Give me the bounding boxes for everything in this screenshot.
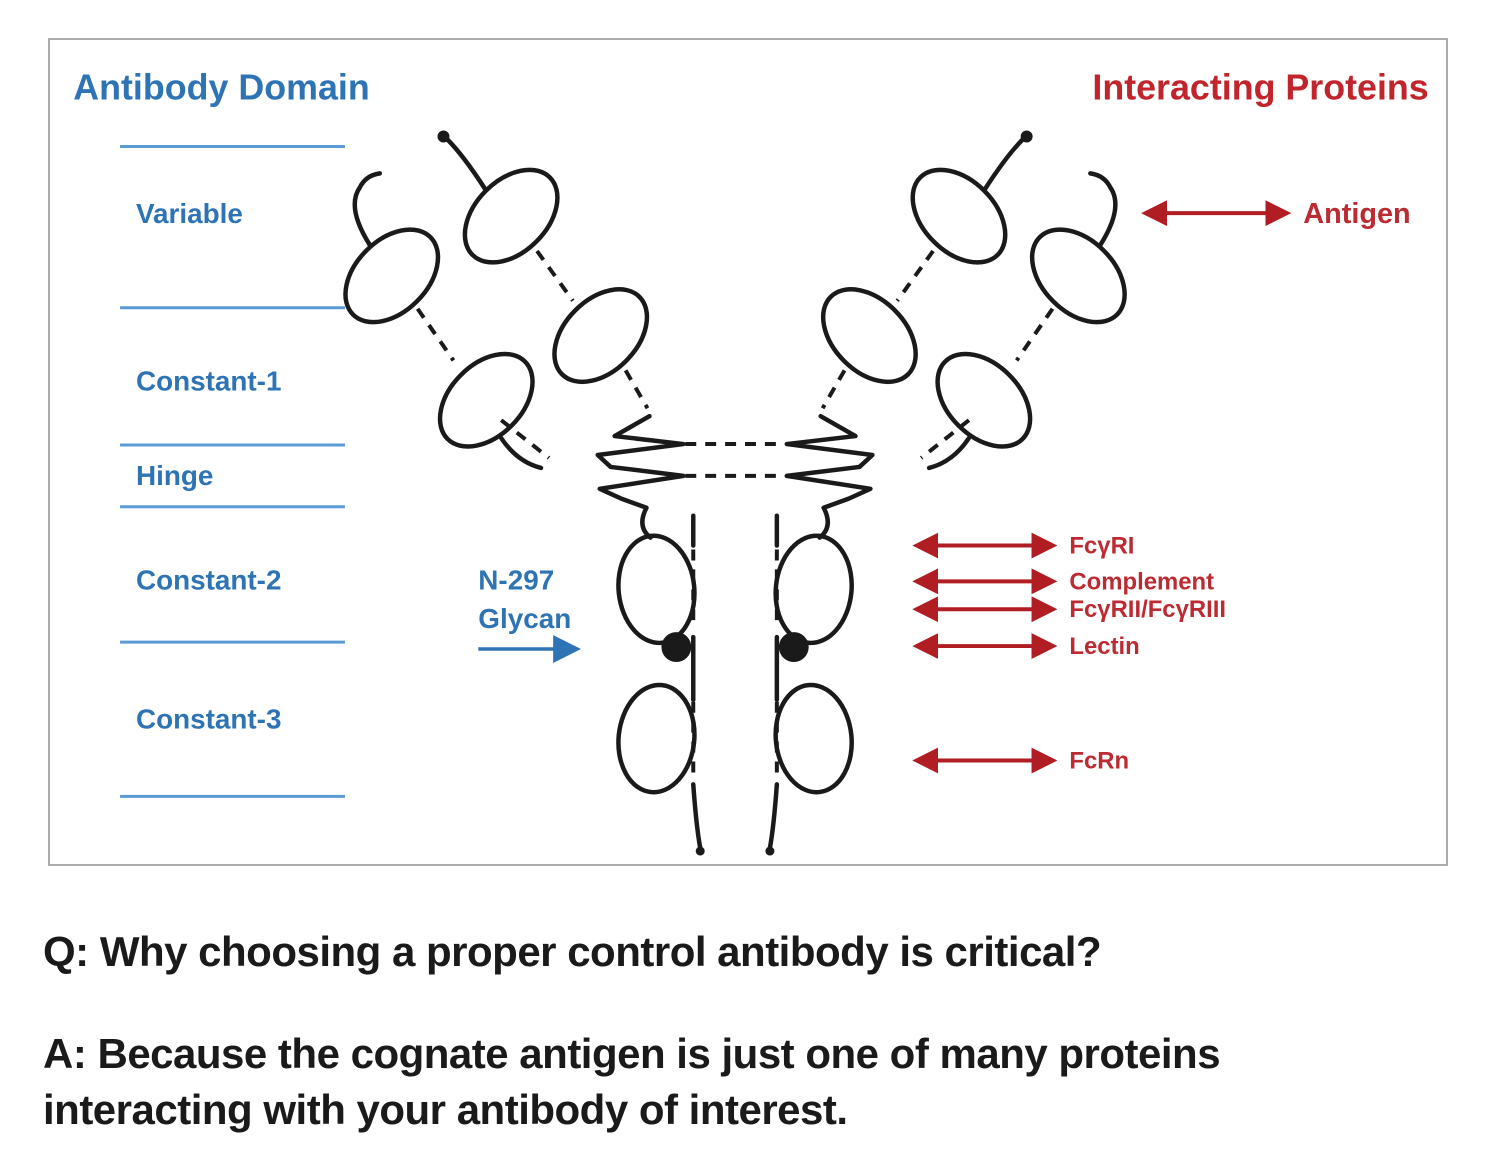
chain-terminus-dot [437,130,450,143]
ch2-domain [616,533,697,646]
interacting-proteins-header: Interacting Proteins [1092,68,1428,108]
glycan-annotation: N-297 Glycan [478,564,582,663]
domain-label-variable: Variable [136,198,243,229]
right-heavy-chain-fab [820,130,1033,460]
chain-terminus-dot [1020,130,1033,143]
antigen-label: Antigen [1303,198,1410,230]
ch2-domain [773,533,854,646]
antibody-diagram-canvas: Antibody Domain Variable Constant-1 Hing… [73,68,1429,856]
domain-label-constant-3: Constant-3 [136,704,282,735]
n297-glycan-dot [778,632,809,662]
fcgrii-fcgriii-label: FcγRII/FcγRIII [1069,596,1226,623]
antibody-domain-header: Antibody Domain [73,68,369,108]
domain-label-constant-1: Constant-1 [136,365,282,396]
left-light-chain [343,171,544,471]
question-text: Q: Why choosing a proper control antibod… [43,928,1102,975]
ch3-domain [773,682,854,795]
interaction-annotations: Antigen FcγRI Complement FcγRII/FcγRIII … [912,198,1411,774]
glycan-label-line1: N-297 [478,564,554,595]
left-heavy-chain-fab [437,130,650,460]
n297-glycan-dot [661,632,692,662]
domain-label-hinge: Hinge [136,460,213,491]
right-fc-chain [765,513,854,856]
complement-label: Complement [1069,568,1214,595]
glycan-label-line2: Glycan [478,603,571,634]
hinge-region [595,413,875,540]
left-fc-chain [616,513,705,856]
fcrn-label: FcRn [1069,747,1129,774]
lectin-label: Lectin [1069,633,1139,660]
fcgri-label: FcγRI [1069,533,1134,560]
chain-terminus-dot [765,846,775,856]
antibody-drawing [343,130,1127,856]
right-light-chain [926,171,1127,471]
antibody-diagram-panel: Antibody Domain Variable Constant-1 Hing… [48,38,1448,866]
ch3-domain [616,682,697,795]
answer-text: A: Because the cognate antigen is just o… [43,1030,1221,1133]
chain-terminus-dot [695,846,705,856]
domain-label-constant-2: Constant-2 [136,564,282,595]
